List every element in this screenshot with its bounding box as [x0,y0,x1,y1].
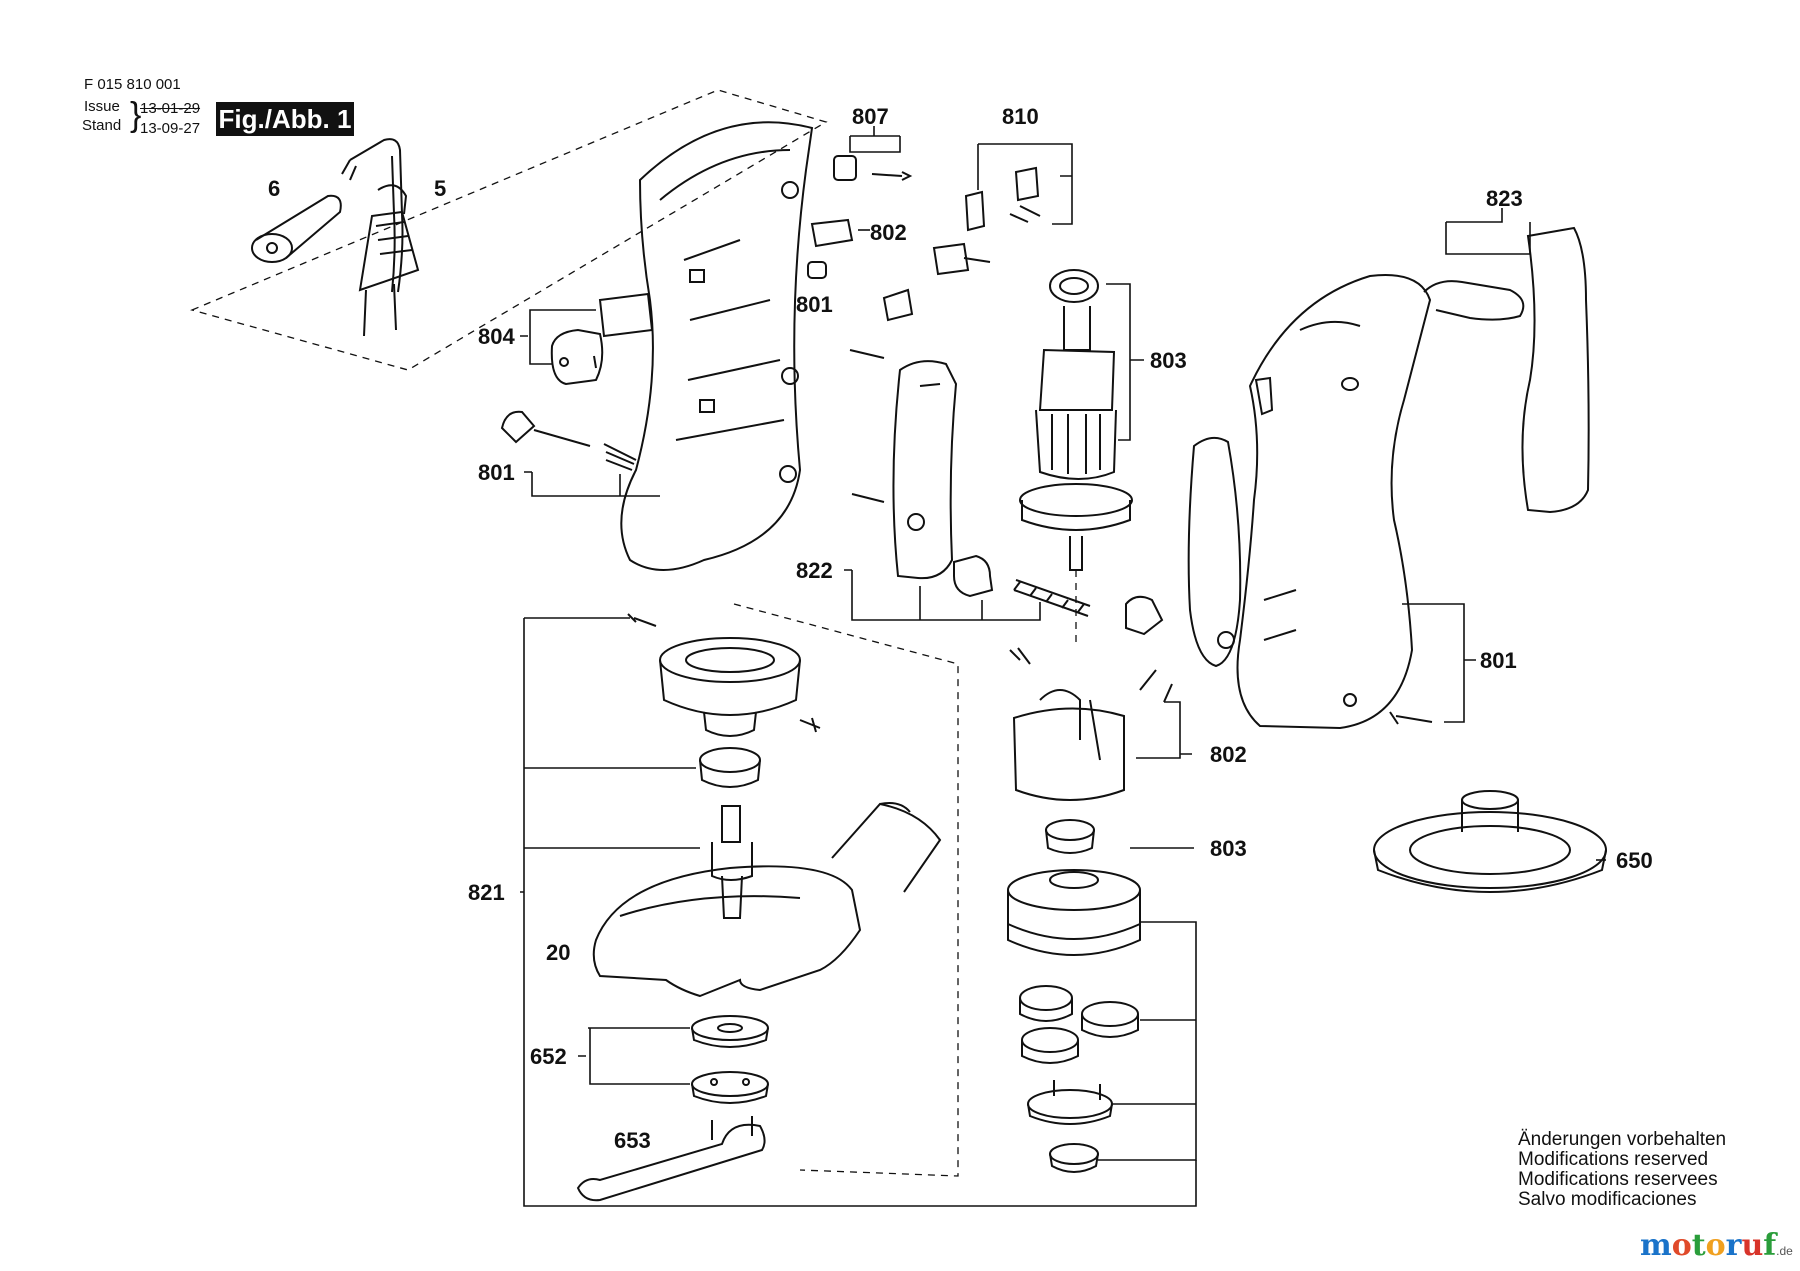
callout-20: 20 [546,940,570,965]
carbon-brushes-part [882,166,1041,322]
callout-810: 810 [1002,104,1039,129]
note-english: Modifications reserved [1518,1149,1709,1170]
callout-822: 822 [796,558,833,583]
brand-letter: t [1691,1228,1706,1263]
note-french: Modifications reservees [1518,1169,1718,1190]
brand-letter: u [1741,1228,1764,1263]
power-cord-part [341,138,420,337]
cord-clip-part [833,155,913,181]
spindle-part [711,805,753,919]
flange-nut-part [691,1015,769,1104]
bottom-bearing-part [1049,1143,1099,1173]
stand-label: Stand [82,117,122,134]
callout-653: 653 [614,1128,651,1153]
brace-glyph: } [130,96,142,134]
ball-bearing-part [699,747,761,788]
callout-821: 821 [468,880,505,905]
leader-lines [520,126,1606,1207]
callout-802-mid: 802 [1210,742,1247,767]
right-housing-part [1236,274,1432,730]
screw-part-top [627,613,657,627]
brush-holder-bracket-part [849,349,958,580]
gear-housing-part [1007,869,1141,956]
issue-label: Issue [84,98,120,115]
figure-label: Fig./Abb. 1 [216,102,354,136]
callout-807: 807 [852,104,889,129]
brush-holder-part [810,218,854,248]
brand-letter: r [1725,1228,1742,1263]
callout-823: 823 [1486,186,1523,211]
brand-letter: o [1705,1228,1726,1263]
side-grip-part [1187,436,1242,668]
planet-carrier-part [1027,1080,1113,1125]
modification-notes: Änderungen vorbehalten Modifications res… [1518,1130,1726,1210]
backing-pad-part [1373,790,1607,893]
screw-part [1389,711,1433,725]
brand-letter: f [1763,1228,1777,1263]
pin-part [807,261,827,279]
bearing-sleeve-part [953,554,1164,636]
callout-803-top: 803 [1150,348,1187,373]
callout-801-top: 801 [796,292,833,317]
callout-652: 652 [530,1044,567,1069]
issue-date: 13-01-29 [140,100,201,117]
callout-650: 650 [1616,848,1653,873]
clamp-band-part [1423,226,1590,514]
screw-part-flange [799,717,821,733]
switch-part [550,292,654,386]
brand-letter: m [1640,1228,1672,1263]
callout-6: 6 [268,176,280,201]
planetary-gears-part [1019,985,1139,1064]
auxiliary-handle-part [251,194,342,263]
dashed-alignment-line [733,603,959,1177]
armature-part [1019,269,1133,571]
callout-803-low: 803 [1210,836,1247,861]
note-german: Änderungen vorbehalten [1518,1129,1727,1150]
bearing-flange-part [659,637,801,737]
dashed-accessory-frame [190,89,828,371]
brand-watermark: motoruf.de [1640,1228,1793,1263]
callout-801-left: 801 [478,460,515,485]
note-spanish: Salvo modificaciones [1518,1189,1697,1210]
callout-804: 804 [478,324,515,349]
document-number: F 015 810 001 [84,76,181,93]
callout-5: 5 [434,176,446,201]
spanner-part [576,1116,766,1202]
rod-and-spring-part [500,410,637,471]
brand-tld: .de [1776,1244,1793,1258]
left-housing-part [620,121,814,571]
dust-guard-part [592,802,942,998]
callout-801-right: 801 [1480,648,1517,673]
field-coil-part [1009,647,1173,854]
brand-name: motoruf [1640,1228,1776,1263]
callout-802-top: 802 [870,220,907,245]
brand-letter: o [1671,1228,1692,1263]
stand-date: 13-09-27 [140,120,201,137]
